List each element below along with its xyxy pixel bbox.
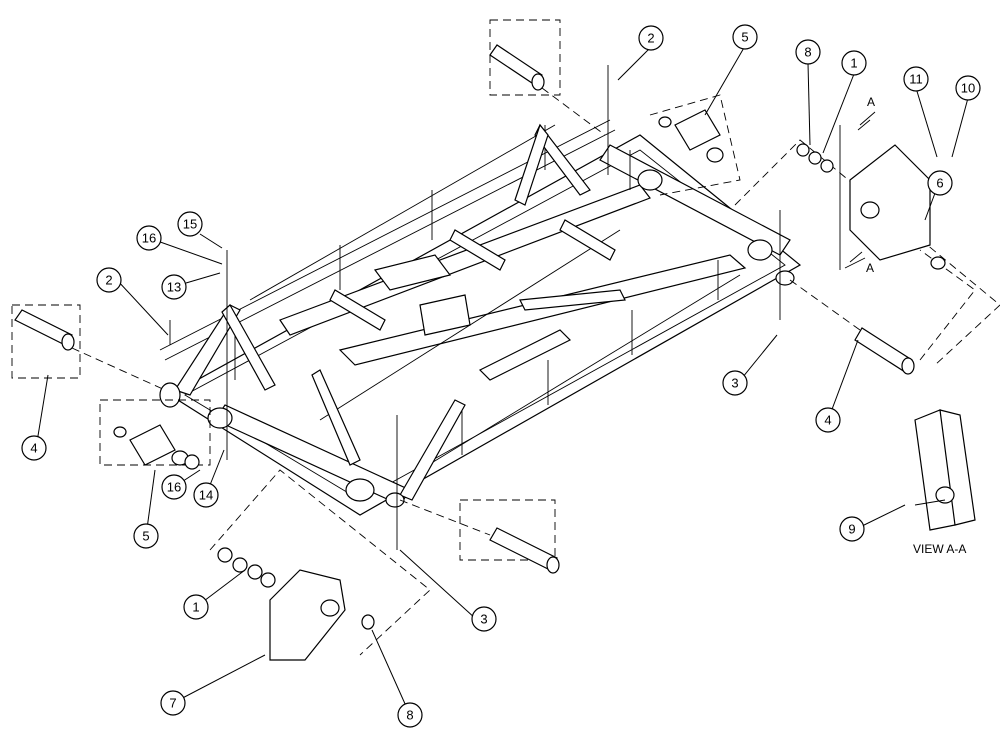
svg-text:8: 8 (804, 45, 811, 60)
svg-text:1: 1 (850, 56, 857, 71)
callout-4a: 4 (21, 435, 47, 461)
view-label: VIEW A-A (913, 542, 966, 556)
section-marks: A A VIEW A-A (844, 95, 966, 556)
tube-top (489, 19, 606, 136)
tube-bottom (399, 499, 560, 574)
callout-16a: 16 (136, 225, 162, 251)
callout-1b: 1 (183, 594, 209, 620)
callout-13: 13 (161, 274, 187, 300)
svg-text:11: 11 (909, 72, 923, 87)
bracket-top (649, 94, 741, 196)
svg-text:6: 6 (936, 176, 943, 191)
callout-1a: 1 (841, 50, 867, 76)
callout-6: 6 (927, 170, 953, 196)
svg-text:14: 14 (199, 488, 213, 503)
svg-text:2: 2 (105, 273, 112, 288)
callout-8b: 8 (397, 702, 423, 728)
svg-text:4: 4 (824, 413, 831, 428)
side-plate-right (734, 119, 1000, 366)
svg-text:2: 2 (647, 31, 654, 46)
section-mark-top: A (867, 95, 875, 109)
svg-text:10: 10 (961, 81, 975, 96)
svg-text:16: 16 (142, 231, 156, 246)
callout-2b: 2 (96, 267, 122, 293)
section-mark-bottom: A (866, 261, 874, 275)
callout-4b: 4 (815, 407, 841, 433)
callout-9: 9 (839, 516, 865, 542)
callout-14: 14 (193, 482, 219, 508)
svg-text:8: 8 (406, 708, 413, 723)
svg-text:16: 16 (167, 480, 181, 495)
callout-11: 11 (903, 66, 929, 92)
svg-text:13: 13 (167, 280, 181, 295)
callout-5b: 5 (133, 523, 159, 549)
svg-text:3: 3 (731, 376, 738, 391)
callout-16b: 16 (161, 474, 187, 500)
svg-text:5: 5 (741, 30, 748, 45)
bolts (169, 65, 781, 550)
tube-right (789, 249, 976, 375)
svg-text:7: 7 (169, 696, 176, 711)
svg-text:4: 4 (30, 441, 37, 456)
svg-text:3: 3 (480, 612, 487, 627)
callout-3b: 3 (471, 606, 497, 632)
callout-5a: 5 (732, 24, 758, 50)
svg-text:9: 9 (848, 522, 855, 537)
leader-lines (35, 45, 969, 716)
bracket-left (99, 399, 211, 470)
tube-left (11, 304, 181, 408)
view-a-a-detail (914, 409, 976, 531)
svg-text:1: 1 (192, 600, 199, 615)
svg-text:15: 15 (183, 217, 197, 232)
callout-3a: 3 (722, 370, 748, 396)
callout-7: 7 (160, 690, 186, 716)
side-plate-left (209, 469, 431, 661)
callout-2a: 2 (638, 25, 664, 51)
callout-8a: 8 (795, 39, 821, 65)
svg-text:5: 5 (142, 529, 149, 544)
callout-15: 15 (177, 211, 203, 237)
callout-10: 10 (955, 75, 981, 101)
main-frame (159, 119, 802, 516)
